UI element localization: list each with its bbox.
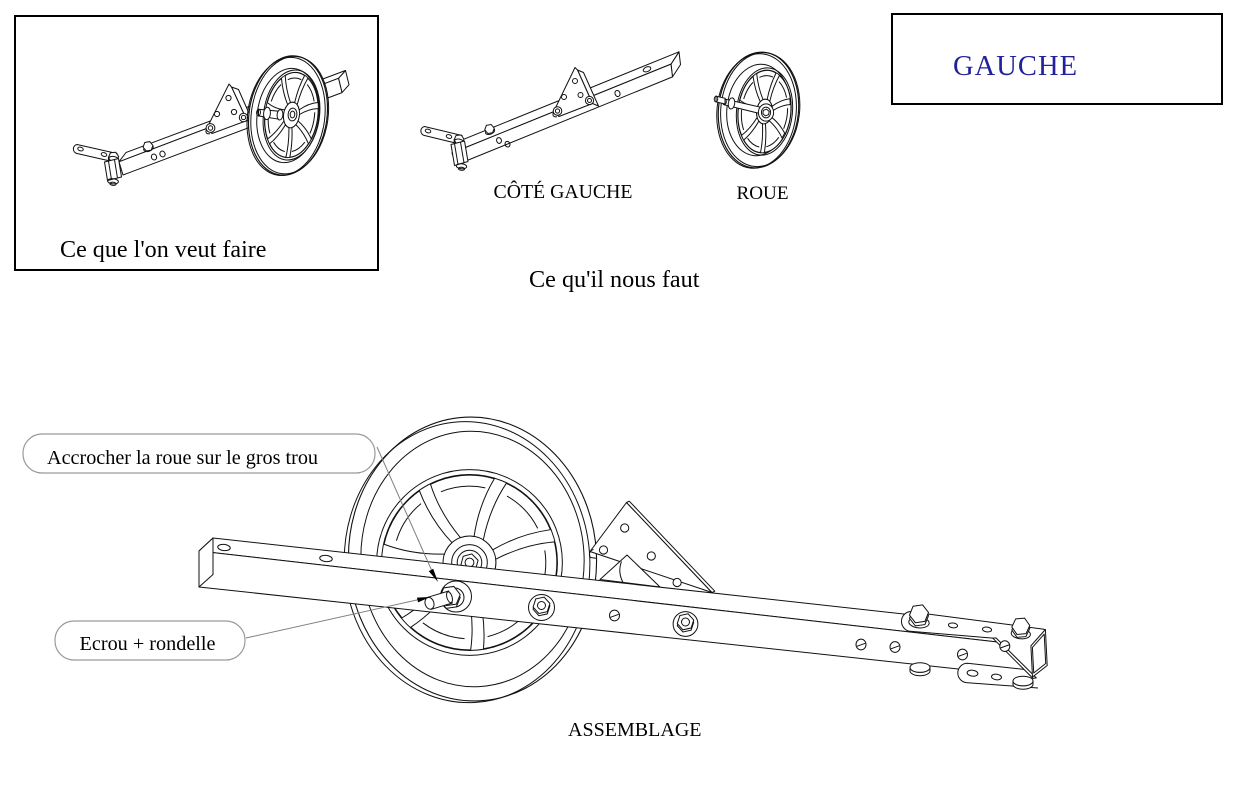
svg-text:Ce que l'on veut faire: Ce que l'on veut faire (60, 237, 267, 263)
svg-text:ROUE: ROUE (737, 183, 789, 204)
svg-text:Accrocher la roue sur le gros: Accrocher la roue sur le gros trou (47, 447, 318, 469)
svg-text:GAUCHE: GAUCHE (953, 51, 1077, 82)
svg-text:ASSEMBLAGE: ASSEMBLAGE (568, 719, 702, 741)
svg-text:Ce qu'il nous faut: Ce qu'il nous faut (529, 266, 700, 293)
svg-text:CÔTÉ GAUCHE: CÔTÉ GAUCHE (494, 181, 633, 203)
svg-text:Ecrou + rondelle: Ecrou + rondelle (80, 633, 216, 655)
